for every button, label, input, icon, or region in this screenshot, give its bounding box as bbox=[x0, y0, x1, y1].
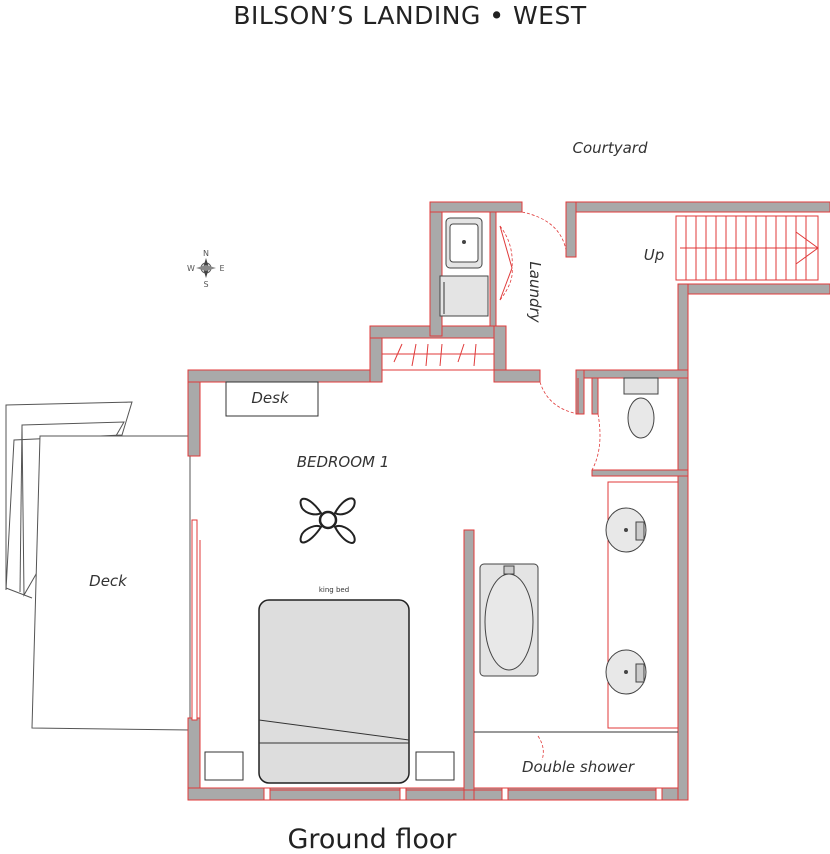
bed-label: king bed bbox=[319, 586, 349, 594]
bedroom-label: BEDROOM 1 bbox=[297, 453, 390, 471]
deck-label: Deck bbox=[89, 572, 128, 590]
up-label: Up bbox=[644, 246, 665, 264]
bathtub bbox=[479, 563, 539, 677]
laundry-label: Laundry bbox=[526, 261, 544, 323]
stairs bbox=[675, 215, 819, 281]
wardrobe bbox=[381, 337, 495, 371]
laundry-fixtures bbox=[439, 211, 567, 317]
vanity bbox=[605, 481, 679, 729]
desk bbox=[225, 381, 319, 417]
compass-e: E bbox=[219, 264, 224, 273]
toilet bbox=[591, 377, 659, 471]
compass-icon: N S W E bbox=[187, 249, 224, 289]
plan-title: BILSON’S LANDING • WEST bbox=[233, 1, 586, 30]
compass-s: S bbox=[203, 280, 208, 289]
compass-w: W bbox=[187, 264, 195, 273]
shower-label: Double shower bbox=[522, 758, 635, 776]
hall-door-swing bbox=[539, 381, 579, 415]
double-shower bbox=[474, 731, 678, 761]
courtyard-label: Courtyard bbox=[573, 139, 648, 157]
ceiling-fan-icon bbox=[299, 497, 356, 544]
desk-label: Desk bbox=[251, 389, 290, 407]
compass-n: N bbox=[203, 249, 209, 258]
windows bbox=[263, 787, 663, 801]
deck-sliding-door bbox=[191, 519, 201, 721]
bedside-table-left bbox=[204, 751, 244, 781]
floor-subtitle: Ground floor bbox=[287, 824, 457, 854]
deck bbox=[5, 401, 191, 731]
walls bbox=[187, 201, 830, 801]
bedside-table-right bbox=[415, 751, 455, 781]
king-bed: king bed bbox=[258, 586, 410, 784]
